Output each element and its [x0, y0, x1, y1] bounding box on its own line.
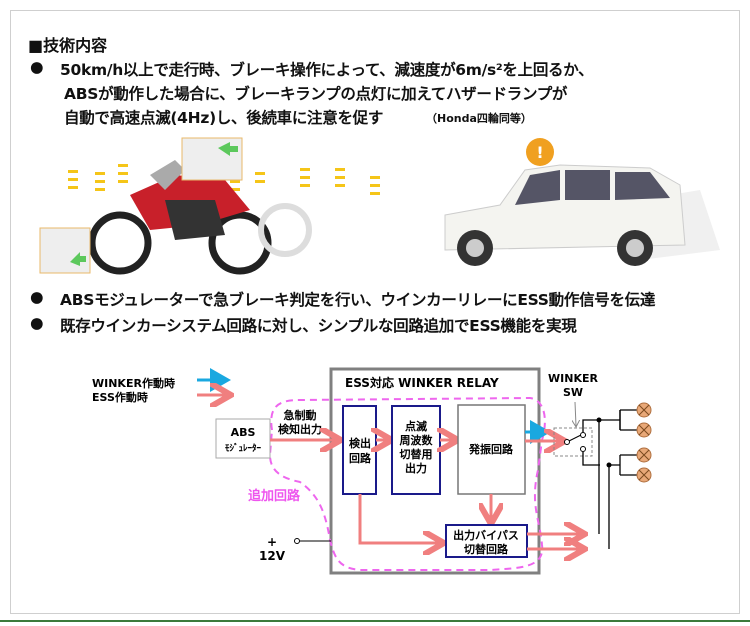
bullet-1-line-3: 自動で高速点滅(4Hz)し、後続車に注意を促す: [64, 109, 384, 127]
switch-label-1: WINKER: [548, 372, 598, 385]
switch-label-2: SW: [563, 386, 583, 399]
lamp-icon: [636, 447, 652, 463]
abs-label: ABS: [231, 426, 256, 439]
lamp-icon: [636, 467, 652, 483]
bullet-mark: ●: [30, 58, 44, 76]
motorcycle-illustration: [39, 137, 380, 275]
power-plus-label: +: [267, 535, 277, 549]
oscillator-label: 発振回路: [468, 442, 514, 456]
added-circuit-label: 追加回路: [248, 488, 301, 504]
power-voltage-label: 12V: [259, 549, 286, 563]
bullet-1-note: （Honda四輪同等）: [426, 112, 532, 125]
added-circuit-outline: [268, 396, 546, 571]
bullet-mark: ●: [30, 288, 44, 306]
lamp-icon: [636, 422, 652, 438]
blink-label-2: 周波数: [400, 433, 434, 447]
bullet-1-line-2: ABSが動作した場合に、ブレーキランプの点灯に加えてハザードランプが: [64, 85, 568, 103]
detect-label-1: 検出: [349, 436, 371, 450]
blink-label-1: 点滅: [405, 419, 427, 433]
relay-title: ESS対応 WINKER RELAY: [345, 375, 499, 390]
bypass-label-2: 切替回路: [464, 542, 509, 556]
hazard-flash-marks: [68, 164, 380, 195]
blink-label-3: 切替用: [400, 447, 433, 461]
footer-rule: [0, 620, 750, 622]
legend-ess-label: ESS作動時: [92, 390, 148, 404]
bullet-1-line-1: 50km/h以上で走行時、ブレーキ操作によって、減速度が6m/s²を上回るか、: [60, 61, 594, 79]
lamp-icons: [636, 402, 652, 483]
oscillator-box: [457, 404, 526, 495]
detect-circuit-box: [342, 405, 377, 495]
detect-label-2: 回路: [349, 451, 372, 465]
modulator-label: ﾓｼﾞｭﾚｰﾀｰ: [225, 442, 262, 454]
bypass-label-1: 出力バイパス: [453, 528, 519, 542]
bullet-mark: ●: [30, 314, 44, 332]
brake-signal-label-1: 急制動: [284, 408, 317, 422]
lamp-icon: [636, 402, 652, 418]
winker-switch: [553, 427, 593, 457]
legend-winker-label: WINKER作動時: [92, 376, 175, 390]
bullet-2: ABSモジュレーターで急ブレーキ判定を行い、ウインカーリレーにESS動作信号を伝…: [60, 291, 656, 309]
section-heading: ■技術内容: [28, 36, 108, 55]
slide-frame: [10, 10, 740, 614]
blink-label-4: 出力: [405, 461, 427, 475]
abs-modulator-box: [215, 418, 271, 459]
bullet-3: 既存ウインカーシステム回路に対し、シンプルな回路追加でESS機能を実現: [60, 317, 577, 335]
svg-text:!: !: [536, 143, 543, 162]
car-illustration: !: [444, 138, 720, 266]
bypass-switch-box: [445, 524, 528, 558]
brake-signal-label-2: 検知出力: [278, 422, 322, 436]
